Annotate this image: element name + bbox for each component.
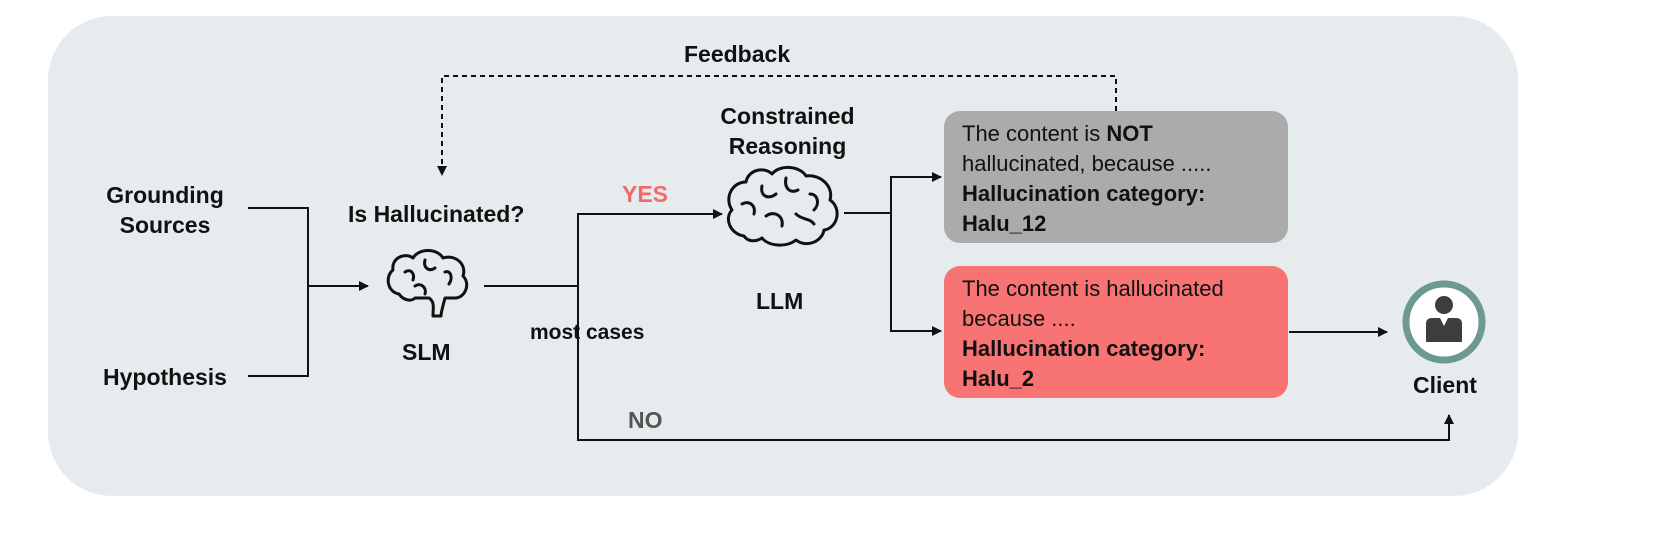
llm-brain-icon bbox=[727, 166, 839, 247]
hallucinated-output-box: The content is hallucinated because ....… bbox=[944, 266, 1288, 398]
hallucinated-text-line1: The content is hallucinated bbox=[962, 276, 1224, 301]
slm-brain-icon bbox=[386, 249, 469, 318]
not-hallucinated-output-box: The content is NOT hallucinated, because… bbox=[944, 111, 1288, 243]
llm-label: LLM bbox=[756, 288, 804, 314]
feedback-connector bbox=[437, 75, 1117, 176]
hallucinated-category-value: Halu_2 bbox=[962, 366, 1035, 391]
slm-question-label: Is Hallucinated? bbox=[348, 201, 525, 227]
not-hallucinated-text-line1: The content is NOT bbox=[962, 119, 1270, 149]
yes-label: YES bbox=[622, 181, 669, 207]
feedback-label: Feedback bbox=[684, 41, 791, 67]
constrained-reasoning-label: Constrained Reasoning bbox=[720, 103, 855, 159]
hypothesis-connector bbox=[248, 286, 309, 377]
client-user-icon bbox=[1402, 280, 1486, 364]
grounding-sources-label: Grounding Sources bbox=[106, 182, 224, 238]
diagram-background-panel bbox=[48, 16, 1518, 496]
grounding-connector bbox=[248, 207, 309, 286]
hallucinated-category-label: Hallucination category: bbox=[962, 336, 1206, 361]
not-keyword: NOT bbox=[1106, 121, 1153, 146]
not-hallucinated-category-value: Halu_12 bbox=[962, 211, 1047, 236]
no-connector bbox=[577, 286, 1454, 441]
not-hallucinated-connector bbox=[890, 172, 942, 213]
slm-label: SLM bbox=[402, 339, 451, 365]
not-hallucinated-prefix: The content is bbox=[962, 121, 1107, 146]
most-cases-label: most cases bbox=[530, 321, 645, 344]
hallucinated-text-line2: because .... bbox=[962, 306, 1076, 331]
client-label: Client bbox=[1413, 372, 1477, 398]
yes-connector bbox=[577, 209, 723, 286]
hypothesis-label: Hypothesis bbox=[103, 364, 227, 390]
hallucinated-connector bbox=[890, 213, 942, 336]
no-label: NO bbox=[628, 407, 663, 433]
not-hallucinated-text-line2: hallucinated, because ..... bbox=[962, 151, 1212, 176]
not-hallucinated-category-label: Hallucination category: bbox=[962, 181, 1206, 206]
